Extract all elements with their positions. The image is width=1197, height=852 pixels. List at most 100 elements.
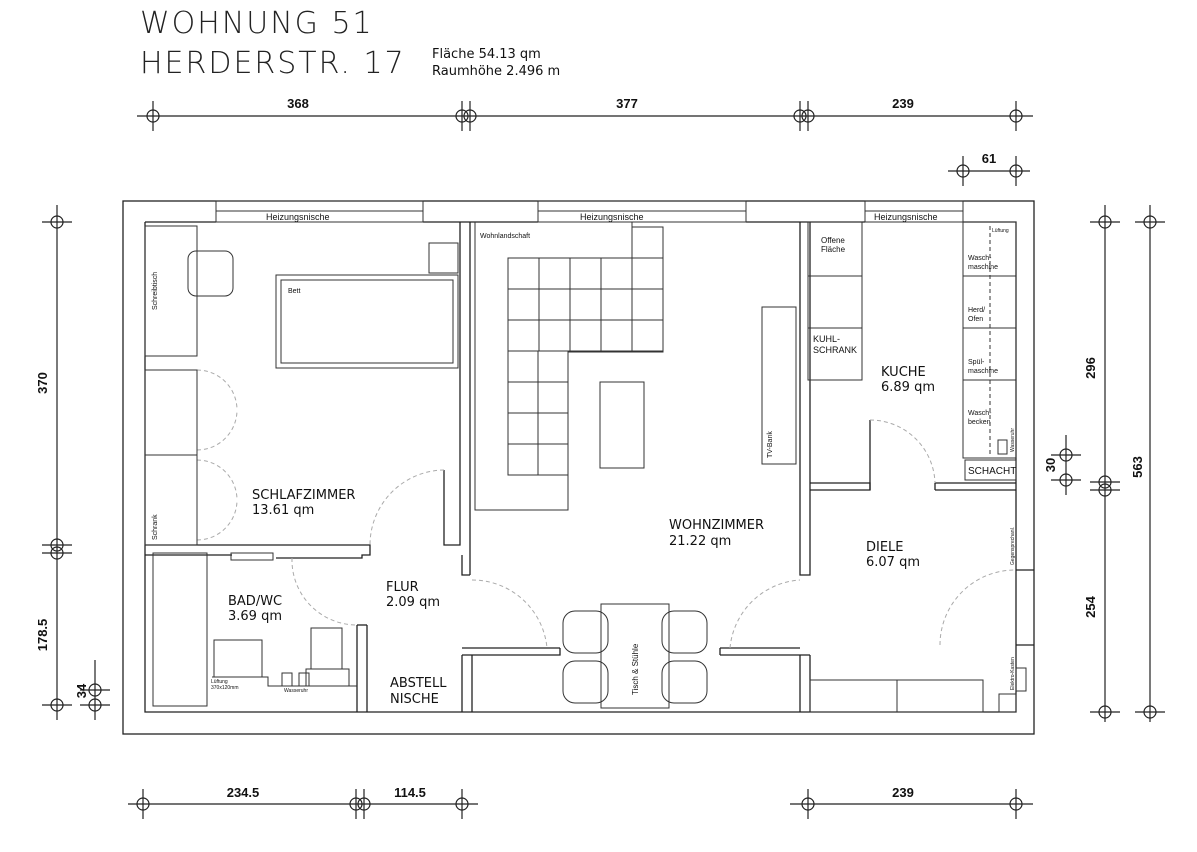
dim-top-2: 377 xyxy=(616,96,638,111)
sofa-cushion xyxy=(507,319,540,352)
dining-table xyxy=(600,603,670,709)
dim-bottom-2: 114.5 xyxy=(394,785,426,800)
chair xyxy=(187,250,234,297)
toilet xyxy=(310,627,343,670)
dimension-lines xyxy=(42,101,1165,819)
sofa-cushion xyxy=(507,350,539,383)
shaft xyxy=(964,459,1017,481)
electric-box xyxy=(1015,667,1027,692)
dim-top-small: 61 xyxy=(982,151,996,166)
room-name-wohnzimmer: WOHNZIMMER xyxy=(669,518,764,533)
room-area-kueche: 6.89 qm xyxy=(881,380,935,395)
room-name-schlafzimmer: SCHLAFZIMMER xyxy=(252,488,355,503)
sofa-cushion xyxy=(569,288,602,321)
dim-left-1: 370 xyxy=(35,372,50,394)
outer-wall xyxy=(122,200,1035,735)
sofa-cushion xyxy=(538,288,571,321)
sofa-cushion xyxy=(569,319,602,352)
desk-label: Schreibtisch xyxy=(152,272,159,310)
dim-bottom-1: 234.5 xyxy=(227,785,260,800)
sofa-cushion xyxy=(537,381,569,414)
doors xyxy=(196,369,1016,649)
fridge-label: SCHRANK xyxy=(813,345,857,355)
bed-label: Bett xyxy=(288,288,301,295)
sofa-cushion xyxy=(537,350,569,383)
bathtub xyxy=(152,552,208,707)
stove-label: Herd/ xyxy=(968,307,985,314)
room-area-diele: 6.07 qm xyxy=(866,555,920,570)
sofa-cushion xyxy=(631,226,664,259)
dishwasher-label: Spül- xyxy=(968,359,985,366)
kitchen-right-counter xyxy=(962,221,1017,459)
washer-label: maschine xyxy=(968,264,998,271)
sofa-cushion xyxy=(507,412,539,445)
heating-niche: Heizungsnische xyxy=(215,200,424,223)
sink-label: becken xyxy=(968,419,991,426)
sofa-cushion xyxy=(600,257,633,290)
sofa-cushion xyxy=(537,412,569,445)
dim-left-2: 178.5 xyxy=(35,619,50,652)
sofa-cushion xyxy=(507,257,540,290)
bench xyxy=(896,679,984,713)
washbasin xyxy=(213,639,263,678)
room-name-abstell-2: NISCHE xyxy=(390,692,439,707)
dim-right-total: 563 xyxy=(1130,456,1145,478)
heating-niche: Heizungsnische xyxy=(537,200,747,223)
water-meter-label: Wasseruhr xyxy=(1010,428,1016,452)
chair xyxy=(562,610,609,654)
title-apartment: WOHNUNG 51 xyxy=(140,6,374,41)
coffee-table xyxy=(599,381,645,469)
stove-label: Ofen xyxy=(968,316,983,323)
sofa-cushion xyxy=(631,319,664,352)
bed xyxy=(275,274,459,369)
tv-bench xyxy=(761,306,797,465)
kitchen-left-counter xyxy=(807,221,863,381)
room-name-flur: FLUR xyxy=(386,580,419,595)
bath-water-meter-label: Wasseruhr xyxy=(284,688,308,694)
sofa-cushion xyxy=(631,288,664,321)
sofa-cushion xyxy=(507,288,540,321)
sofa xyxy=(474,222,664,511)
open-area-label: Fläche xyxy=(821,245,846,254)
inner-walls xyxy=(144,221,1034,713)
room-name-bad: BAD/WC xyxy=(228,594,282,609)
room-name-abstell: ABSTELL xyxy=(390,676,447,691)
dim-right-1: 296 xyxy=(1083,357,1098,379)
open-area-label: Offene xyxy=(821,236,845,245)
fridge-label: KUHL- xyxy=(813,334,840,344)
dim-top-1: 368 xyxy=(287,96,309,111)
electric-box-label: Elektro-Kasten xyxy=(1010,657,1016,690)
chair xyxy=(562,660,609,704)
svg-text:Heizungsnische: Heizungsnische xyxy=(266,212,330,222)
dining-table-label: Tisch & Stühle xyxy=(631,643,640,695)
room-area-bad: 3.69 qm xyxy=(228,609,282,624)
sofa-cushion xyxy=(507,443,539,476)
bath-ventilation-size: 370x120mm xyxy=(211,685,239,691)
wardrobe xyxy=(144,369,198,546)
ventilation-label: Lüftung xyxy=(992,228,1009,234)
dishwasher-label: maschine xyxy=(968,368,998,375)
svg-text:Heizungsnische: Heizungsnische xyxy=(580,212,644,222)
dim-right-small: 30 xyxy=(1043,458,1058,472)
heating-niche: Heizungsnische xyxy=(864,200,964,223)
chair xyxy=(661,660,708,704)
dim-bottom-3: 239 xyxy=(892,785,914,800)
bath-ventilation-label: Lüftung xyxy=(211,679,228,685)
room-area-wohnzimmer: 21.22 qm xyxy=(669,534,731,549)
sofa-cushion xyxy=(507,381,539,414)
chair xyxy=(661,610,708,654)
sofa-cushion xyxy=(538,257,571,290)
bench xyxy=(809,679,898,713)
nightstand xyxy=(428,242,459,274)
sofa-cushion xyxy=(631,257,664,290)
sofa-cushion xyxy=(537,443,569,476)
title-address: HERDERSTR. 17 xyxy=(140,46,406,81)
sofa-cushion xyxy=(569,257,602,290)
area-total: Fläche 54.13 qm xyxy=(432,47,541,62)
sofa-label: Wohnlandschaft xyxy=(480,233,530,240)
washer-label: Wasch- xyxy=(968,255,992,262)
wardrobe-label: Schrank xyxy=(152,514,159,540)
shaft-label: SCHACHT xyxy=(968,466,1016,477)
room-area-schlafzimmer: 13.61 qm xyxy=(252,503,314,518)
